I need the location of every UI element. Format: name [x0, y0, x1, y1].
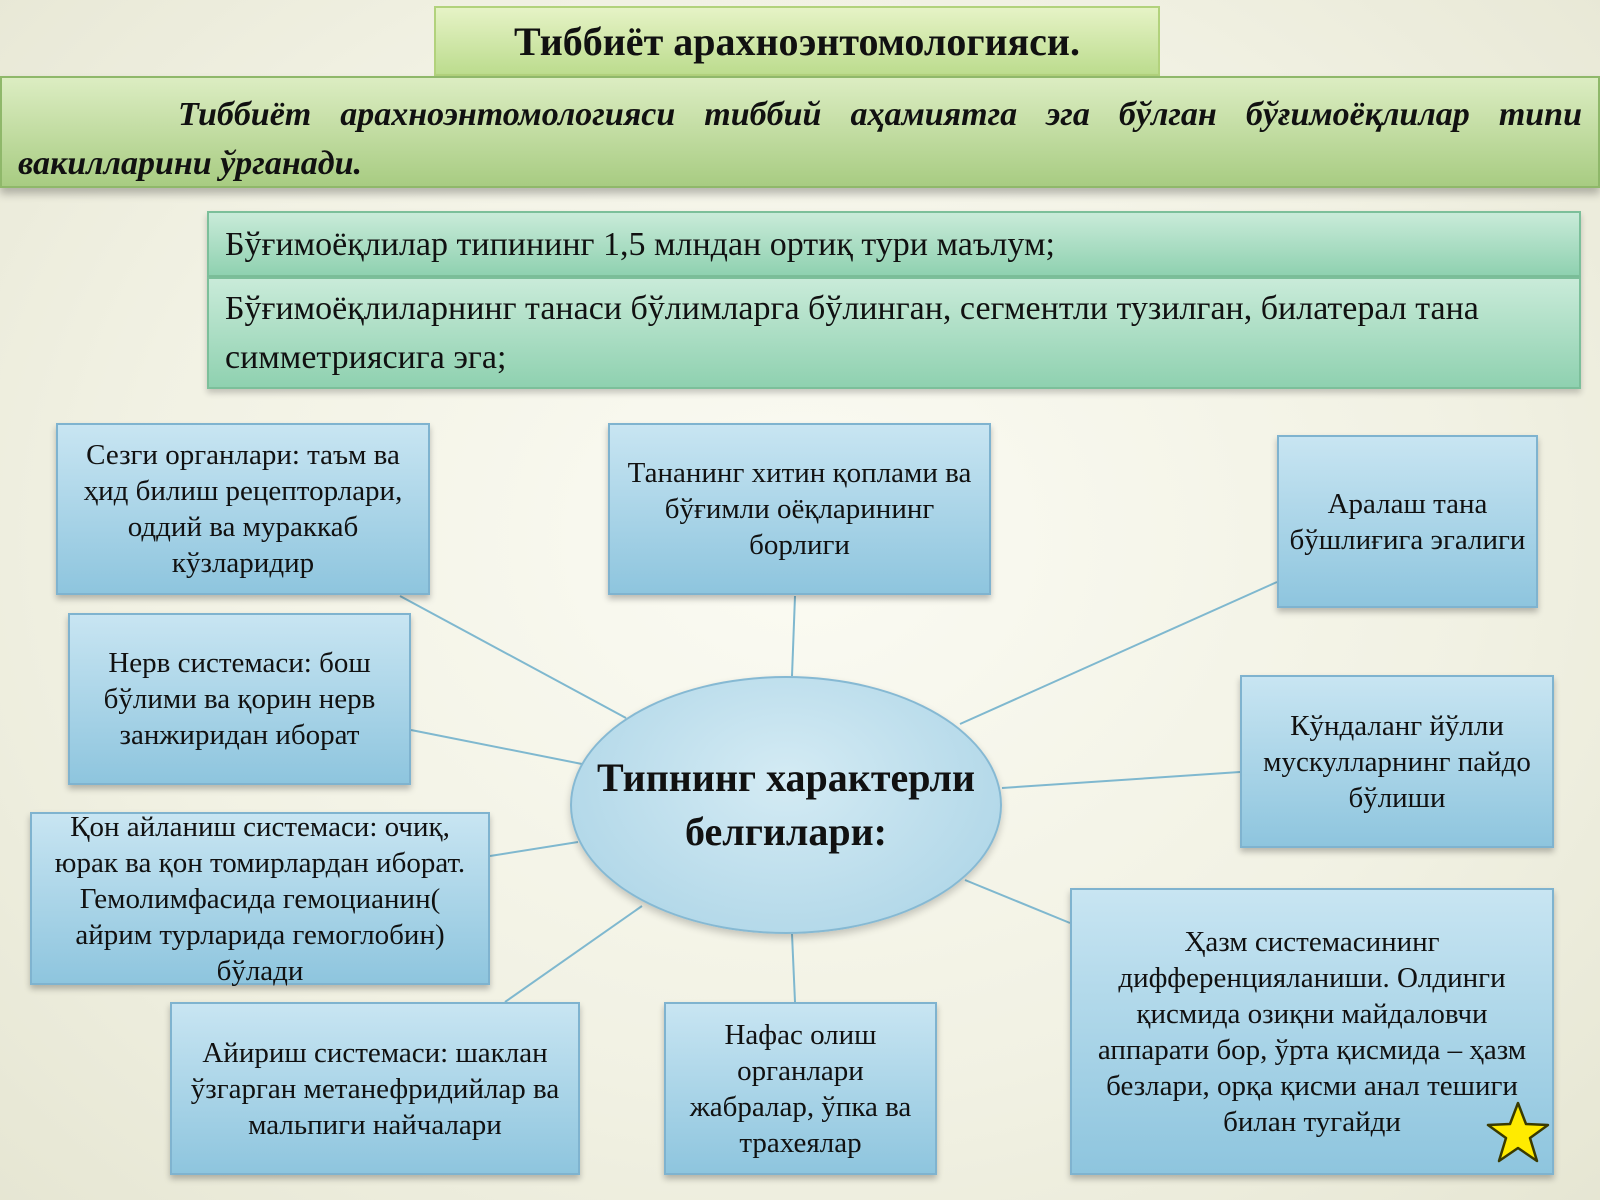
node-digestive-system: Ҳазм системасининг дифференцияланиши. Ол…	[1070, 888, 1554, 1175]
connector-muscle	[1001, 771, 1241, 789]
fact-species-count: Бўғимоёқлилар типининг 1,5 млндан ортиқ …	[207, 211, 1581, 277]
connector-digest	[964, 879, 1071, 924]
slide-title: Тиббиёт арахноэнтомологияси.	[434, 6, 1160, 76]
node-circulatory-system: Қон айланиш системаси: очиқ, юрак ва қон…	[30, 811, 490, 987]
connector-sensory	[399, 595, 627, 719]
connector-blood	[489, 841, 579, 857]
node-respiratory-organs: Нафас олиш органлари жабралар, ўпка ва т…	[664, 1002, 937, 1175]
node-mixed-body-cavity: Аралаш тана бўшлиғига эгалиги	[1277, 435, 1538, 608]
node-sensory-organs: Сезги органлари: таъм ва ҳид билиш рецеп…	[56, 423, 430, 595]
node-chitin-cover: Тананинг хитин қоплами ва бўғимли оёқлар…	[608, 423, 991, 595]
node-striated-muscles: Кўндаланг йўлли мускулларнинг пайдо бўли…	[1240, 675, 1554, 848]
definition-banner: Тиббиёт арахноэнтомологияси тиббий аҳами…	[0, 76, 1600, 188]
connector-cavity	[959, 581, 1278, 725]
connector-breath	[791, 933, 796, 1003]
node-nervous-system: Нерв системаси: бош бўлими ва қорин нерв…	[68, 613, 411, 785]
connector-excrete	[504, 905, 643, 1003]
fact-body-segments: Бўғимоёқлиларнинг танаси бўлимларга бўли…	[207, 277, 1581, 389]
connector-nerve	[410, 729, 583, 765]
star-icon	[1486, 1101, 1550, 1163]
center-ellipse: Типнинг характерли белгилари:	[570, 676, 1002, 934]
node-excretory-system: Айириш системаси: шаклан ўзгарган метане…	[170, 1002, 580, 1175]
connector-chitin	[791, 595, 796, 677]
